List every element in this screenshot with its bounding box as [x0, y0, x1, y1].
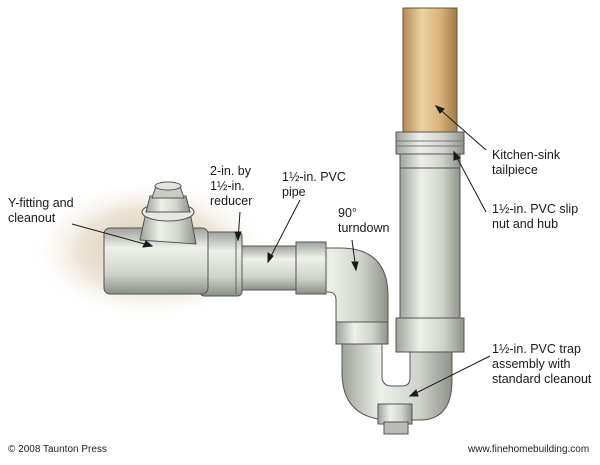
website-text: www.finehomebuilding.com: [468, 444, 590, 455]
leader-lines: [71, 105, 491, 397]
horizontal-pvc-pipe: [235, 241, 327, 295]
label-turndown: 90°turndown: [338, 206, 390, 235]
slip-nut-and-hub: [395, 131, 465, 171]
trap-assembly: [335, 321, 453, 435]
vertical-pvc-pipe: [395, 167, 465, 353]
y-fitting: [103, 181, 209, 295]
kitchen-sink-tailpiece: [402, 7, 458, 139]
copyright-text: © 2008 Taunton Press: [8, 444, 107, 455]
